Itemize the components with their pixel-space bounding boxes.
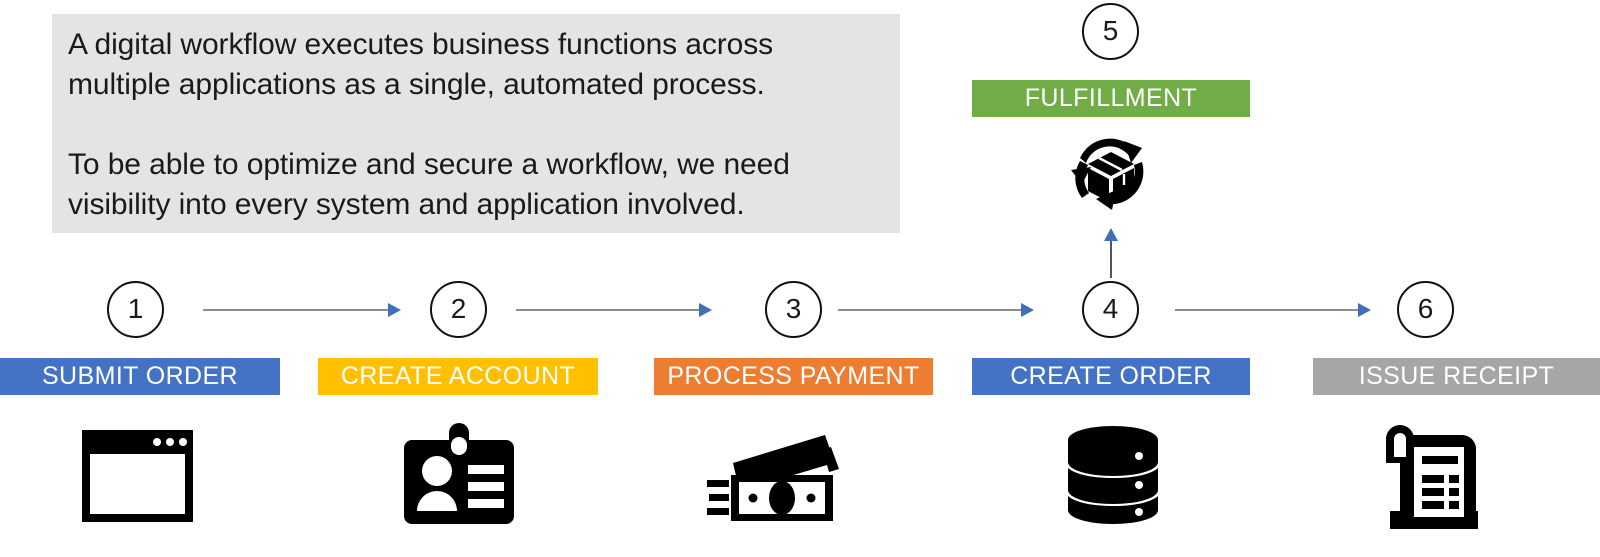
description-callout: A digital workflow executes business fun… <box>52 14 900 233</box>
step-label-3: PROCESS PAYMENT <box>667 362 920 390</box>
receipt-icon <box>1368 423 1480 529</box>
arrow-step2-to-step3 <box>516 303 712 317</box>
step-number-1: 1 <box>127 292 144 324</box>
id-badge-icon <box>404 423 514 524</box>
step-bar-submit-order[interactable]: SUBMIT ORDER <box>0 358 280 395</box>
database-icon <box>1068 424 1158 526</box>
step-number-2: 2 <box>450 292 467 324</box>
step-number-circle-1: 1 <box>107 281 164 338</box>
step-number-circle-4: 4 <box>1082 281 1139 338</box>
step-number-5: 5 <box>1102 14 1119 46</box>
step-label-4: CREATE ORDER <box>1010 362 1212 390</box>
step-bar-create-order[interactable]: CREATE ORDER <box>972 358 1250 395</box>
cash-money-icon <box>703 425 851 523</box>
step-number-circle-6: 6 <box>1397 281 1454 338</box>
step-number-circle-5: 5 <box>1082 3 1139 60</box>
arrow-step3-to-step4 <box>838 303 1034 317</box>
step-bar-process-payment[interactable]: PROCESS PAYMENT <box>654 358 933 395</box>
step-bar-create-account[interactable]: CREATE ACCOUNT <box>318 358 598 395</box>
step-number-circle-2: 2 <box>430 281 487 338</box>
arrow-up-to-fulfillment <box>1104 228 1118 278</box>
step-number-3: 3 <box>785 292 802 324</box>
step-label-1: SUBMIT ORDER <box>41 362 239 390</box>
step-label-2: CREATE ACCOUNT <box>340 362 576 390</box>
step-label-6: ISSUE RECEIPT <box>1358 362 1555 390</box>
step-number-circle-3: 3 <box>765 281 822 338</box>
arrow-step4-to-step6 <box>1175 303 1371 317</box>
arrow-step1-to-step2 <box>203 303 401 317</box>
step-label-5: FULFILLMENT <box>1024 84 1198 112</box>
browser-window-icon <box>80 428 195 524</box>
step-number-4: 4 <box>1102 292 1119 324</box>
step-number-6: 6 <box>1417 292 1434 324</box>
step-bar-issue-receipt[interactable]: ISSUE RECEIPT <box>1313 358 1600 395</box>
step-bar-fulfillment[interactable]: FULFILLMENT <box>972 80 1250 117</box>
description-text: A digital workflow executes business fun… <box>68 28 790 221</box>
package-refresh-icon <box>1060 128 1162 216</box>
